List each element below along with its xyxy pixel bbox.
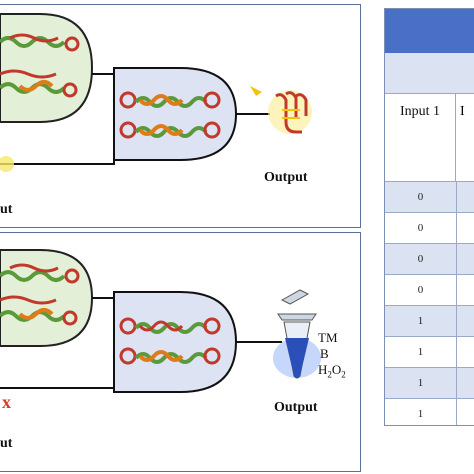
input-2-cell (457, 368, 474, 398)
bottom-input-label: ut (0, 436, 13, 451)
input-2-cell (457, 244, 474, 274)
input-2-cell (457, 399, 474, 425)
reagent-1: TM (318, 330, 338, 345)
truth-table-title-bar (385, 9, 474, 53)
input-1-value: 0 (385, 213, 457, 243)
input-2-cell (457, 275, 474, 305)
bottom-output-label: Output (274, 400, 318, 415)
input-1-value: 1 (385, 399, 457, 425)
table-row: 1 (385, 306, 474, 337)
top-output-signal-icon (250, 86, 312, 134)
bottom-input-2-off-mark: x (2, 392, 11, 412)
input-1-value: 1 (385, 337, 457, 367)
table-row: 1 (385, 368, 474, 399)
header-input-2: I (460, 104, 465, 119)
bottom-reagent-list: TM B H2O2 (318, 330, 346, 383)
table-row: 0 (385, 244, 474, 275)
truth-table-subheader (385, 53, 474, 94)
header-input-1: Input 1 (385, 94, 456, 181)
table-row: 1 (385, 337, 474, 368)
truth-table-header-row: Input 1 I (385, 94, 474, 182)
input-2-cell (457, 306, 474, 336)
input-1-value: 0 (385, 244, 457, 274)
input-1-value: 1 (385, 306, 457, 336)
table-row: 0 (385, 213, 474, 244)
bottom-output-tube-icon (273, 289, 321, 379)
top-input-2-glow (0, 156, 14, 172)
input-2-cell (457, 213, 474, 243)
top-input-label: ut (0, 202, 13, 217)
bottom-and-gate (113, 291, 238, 393)
bottom-logic-gate-panel (0, 232, 361, 472)
table-row: 0 (385, 182, 474, 213)
input-2-cell (457, 337, 474, 367)
top-output-label: Output (264, 170, 308, 185)
reagent-3: H2O2 (318, 362, 346, 380)
bottom-input-1-blob (0, 249, 94, 347)
input-1-value: 0 (385, 275, 457, 305)
top-and-gate (113, 67, 238, 161)
table-row: 0 (385, 275, 474, 306)
top-input-1-blob (0, 13, 94, 123)
reagent-2: B (320, 346, 329, 361)
input-1-value: 0 (385, 182, 457, 212)
input-2-cell (457, 182, 474, 212)
table-row: 1 (385, 399, 474, 425)
input-1-value: 1 (385, 368, 457, 398)
